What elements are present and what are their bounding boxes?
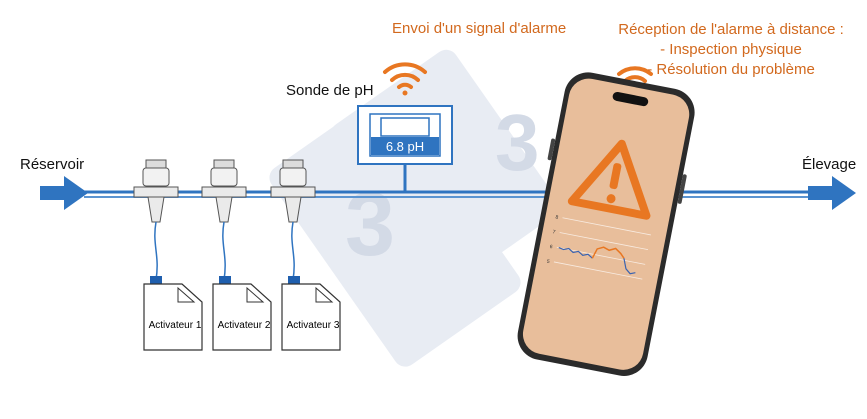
- canister-1: [143, 276, 203, 351]
- elevage-label: Élevage: [802, 156, 857, 173]
- smartphone: 8 7 6 5: [517, 72, 695, 376]
- outlet-arrow: [808, 176, 856, 210]
- remote-reception-title: Réception de l'alarme à distance :: [618, 21, 844, 38]
- reservoir-label: Réservoir: [20, 156, 85, 173]
- activator-label-2: Activateur 2: [217, 320, 271, 331]
- chart-y-tick: 8: [555, 214, 559, 220]
- chart-y-tick: 6: [549, 244, 553, 250]
- dosing-pump-1: [133, 159, 179, 281]
- dosing-pump-3: [270, 159, 316, 281]
- chart-series-alarm: [591, 246, 625, 259]
- chart-series-after: [623, 258, 636, 275]
- canister-2: [212, 276, 272, 351]
- dosing-pump-2: [201, 159, 247, 281]
- remote-item: - Résolution du problème: [647, 61, 815, 78]
- chart-y-tick: 7: [552, 229, 556, 235]
- probe-reading: 6.8 pH: [385, 139, 425, 154]
- chart-series-normal: [558, 247, 593, 259]
- probe-label: Sonde de pH: [286, 82, 374, 99]
- svg-text:3: 3: [495, 98, 540, 187]
- remote-item: - Inspection physique: [660, 41, 802, 58]
- remote-reception-block: Réception de l'alarme à distance : - Ins…: [600, 20, 862, 80]
- wifi-icon: [383, 62, 427, 96]
- warning-triangle-icon: [567, 139, 651, 220]
- alarm-signal-label: Envoi d'un signal d'alarme: [392, 20, 567, 37]
- ph-probe: [357, 105, 453, 192]
- chart-y-tick: 5: [546, 259, 550, 265]
- canister-3: [281, 276, 341, 351]
- activator-label-1: Activateur 1: [148, 320, 202, 331]
- phone-chart: 8 7 6 5: [546, 214, 651, 280]
- inlet-arrow: [40, 176, 88, 210]
- svg-text:3: 3: [345, 175, 395, 275]
- activator-label-3: Activateur 3: [286, 320, 340, 331]
